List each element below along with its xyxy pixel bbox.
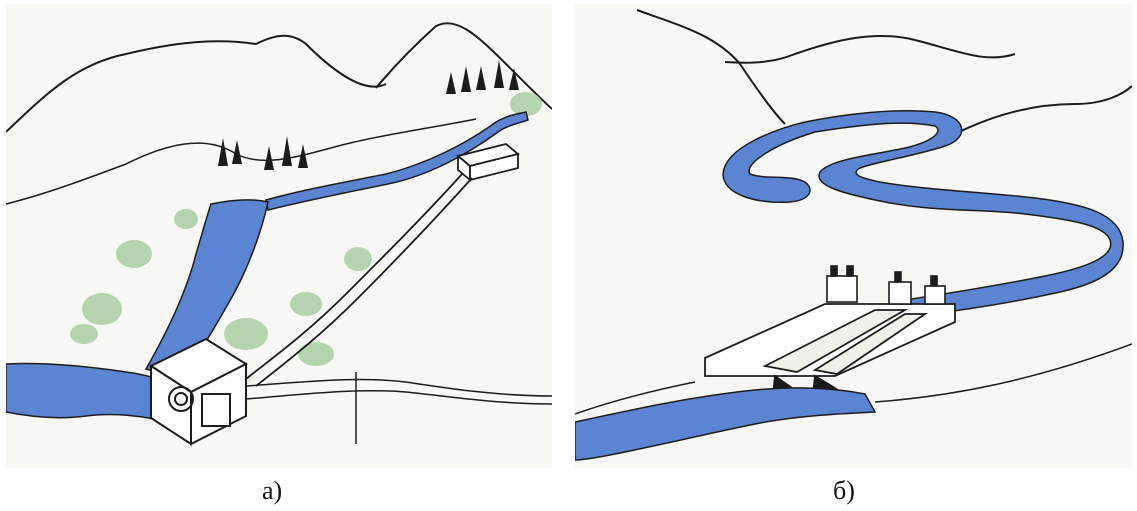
reservoir-river bbox=[723, 111, 1123, 316]
mountain-ridge-left bbox=[6, 36, 386, 132]
riverbank-line bbox=[875, 344, 1132, 402]
panel-a-caption: а) bbox=[262, 476, 282, 506]
panel-b-caption: б) bbox=[833, 476, 855, 506]
diversion-hydro-illustration bbox=[6, 4, 552, 468]
tree-group-middle bbox=[218, 136, 308, 170]
panel-b-dam-scheme bbox=[575, 4, 1132, 468]
intake-towers bbox=[827, 266, 945, 304]
transmission-line bbox=[246, 372, 552, 444]
mountain-ridge-right bbox=[955, 86, 1132, 134]
downstream-river bbox=[575, 388, 875, 460]
vegetation-patches bbox=[70, 92, 542, 366]
dam-structure bbox=[705, 304, 955, 376]
mountain-ridge-left bbox=[637, 10, 785, 124]
mountain-ridge-center bbox=[725, 36, 1015, 63]
dam-hydro-illustration bbox=[575, 4, 1132, 468]
panel-a-diversion-scheme bbox=[6, 4, 552, 468]
